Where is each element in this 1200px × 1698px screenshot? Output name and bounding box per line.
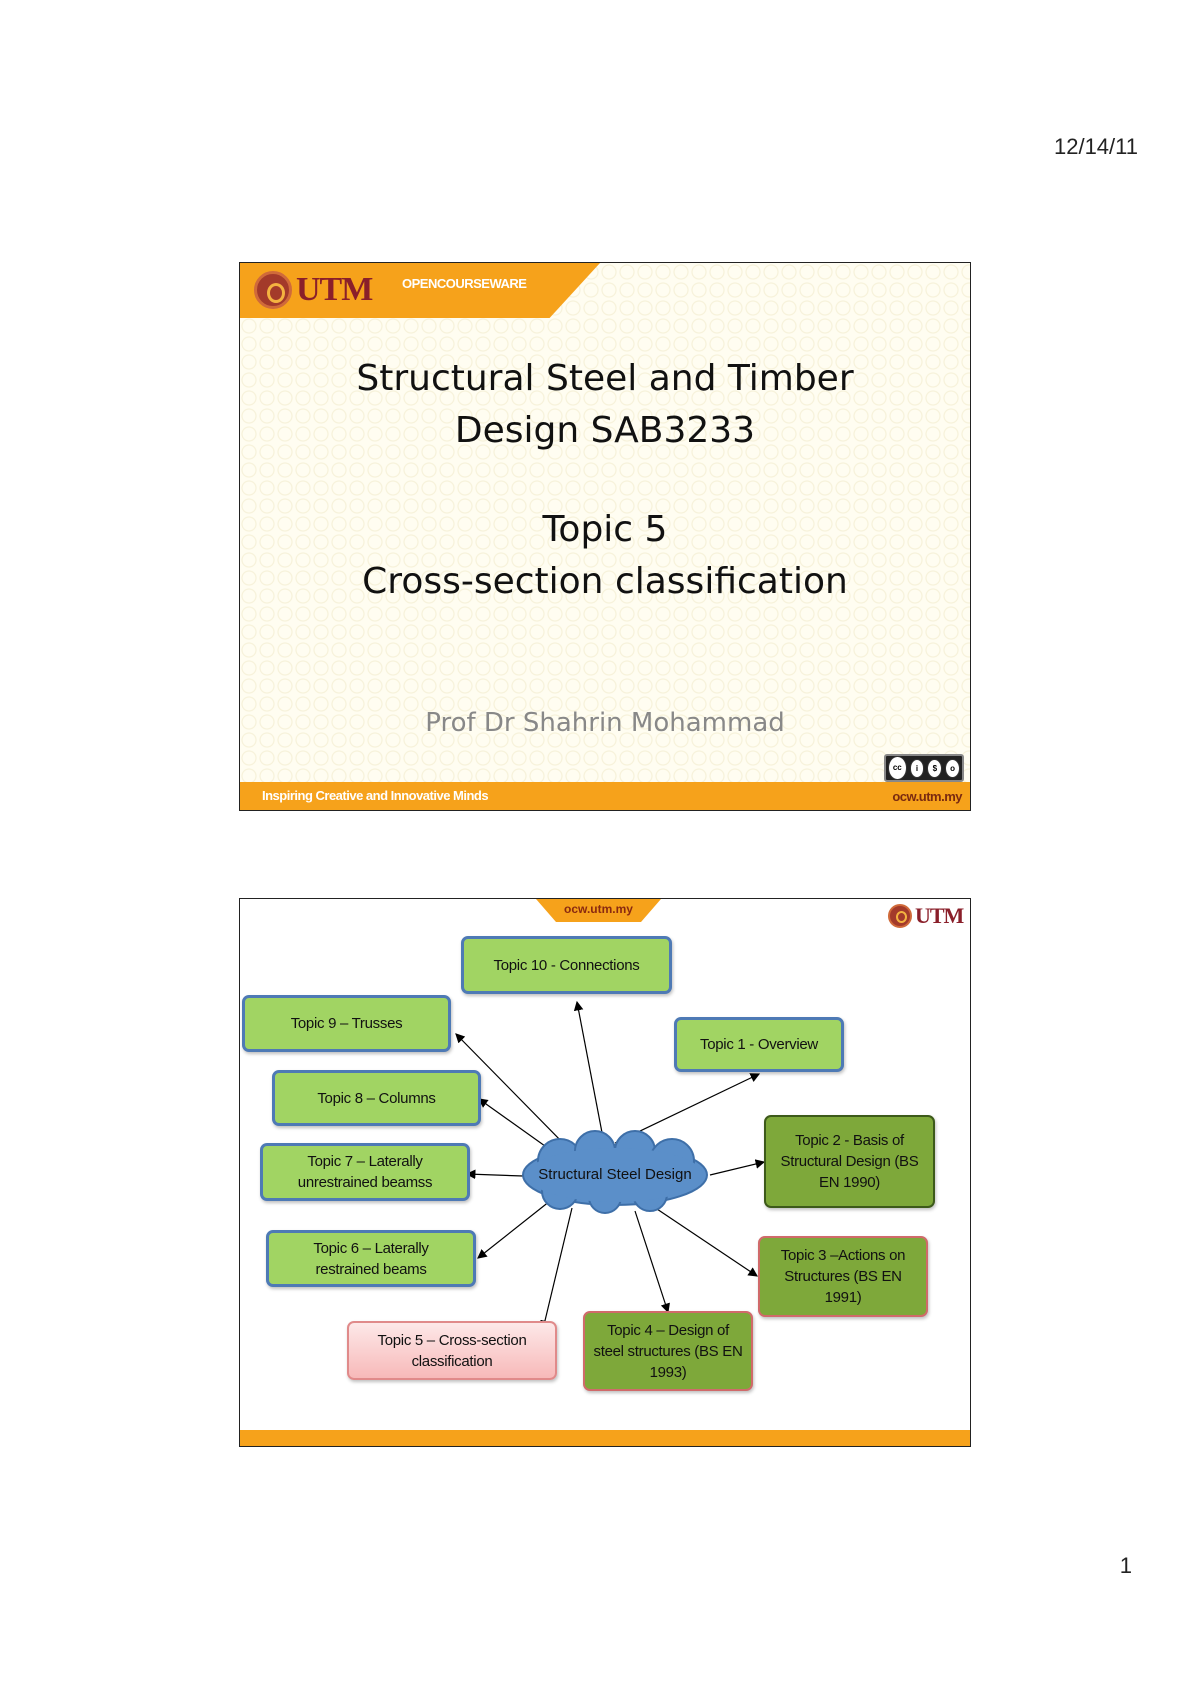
arrow-to-topic-2 — [709, 1159, 766, 1176]
header-band — [240, 263, 600, 318]
page-number: 1 — [1119, 1553, 1132, 1578]
topic-4-box: Topic 4 – Design of steel structures (BS… — [583, 1311, 753, 1391]
footer-bar: Inspiring Creative and Innovative Minds … — [240, 782, 970, 810]
logo-text: UTM — [296, 271, 373, 308]
logo-text: UTM — [915, 903, 964, 928]
topic-6-box: Topic 6 – Laterally restrained beams — [266, 1230, 476, 1287]
arrow-to-topic-8 — [478, 1098, 553, 1152]
arrow-to-topic-5 — [540, 1207, 573, 1331]
arrow-to-topic-4 — [634, 1210, 670, 1314]
topic-9-box: Topic 9 – Trusses — [242, 995, 451, 1052]
arrow-to-topic-6 — [477, 1200, 551, 1259]
topic-5-box: Topic 5 – Cross-section classification — [347, 1321, 557, 1380]
arrow-to-topic-9 — [455, 1033, 569, 1149]
diagram-arrows — [455, 1000, 766, 1331]
arrow-to-topic-10 — [573, 1000, 605, 1144]
seal-icon — [888, 904, 912, 928]
url-tab: ocw.utm.my — [536, 899, 661, 922]
title-line-2: Design SAB3233 — [454, 410, 756, 451]
footer-bar — [240, 1430, 970, 1446]
arrow-to-topic-3 — [647, 1202, 758, 1277]
topic-7-box: Topic 7 – Laterally unrestrained beamss — [260, 1143, 470, 1201]
topic-1-box: Topic 1 - Overview — [674, 1017, 844, 1072]
date: 12/14/11 — [1053, 134, 1138, 159]
arrow-to-topic-7 — [465, 1169, 524, 1180]
topic-8-box: Topic 8 – Columns — [272, 1070, 481, 1126]
footer-url: ocw.utm.my — [892, 789, 962, 804]
topic-10-box: Topic 10 - Connections — [461, 936, 672, 994]
topic-line-1: Topic 5 — [542, 509, 668, 550]
topic-3-box: Topic 3 –Actions on Structures (BS EN 19… — [758, 1236, 928, 1317]
seal-icon — [254, 271, 292, 309]
footer-tagline: Inspiring Creative and Innovative Minds — [262, 788, 489, 803]
utm-logo: UTM — [254, 271, 373, 309]
center-node: Structural Steel Design — [538, 1165, 692, 1183]
topic-line-2: Cross-section classification — [362, 561, 848, 602]
title-line-1: Structural Steel and Timber — [356, 358, 854, 399]
author: Prof Dr Shahrin Mohammad — [425, 708, 785, 738]
topics-diagram-slide: ocw.utm.my UTM Structural Steel Design T… — [239, 898, 971, 1447]
header-label: OPENCOURSEWARE — [402, 276, 527, 291]
topic-2-box: Topic 2 - Basis of Structural Design (BS… — [764, 1115, 935, 1208]
utm-logo: UTM — [888, 903, 964, 929]
title-slide: UTM OPENCOURSEWARE Structural Steel and … — [239, 262, 971, 811]
